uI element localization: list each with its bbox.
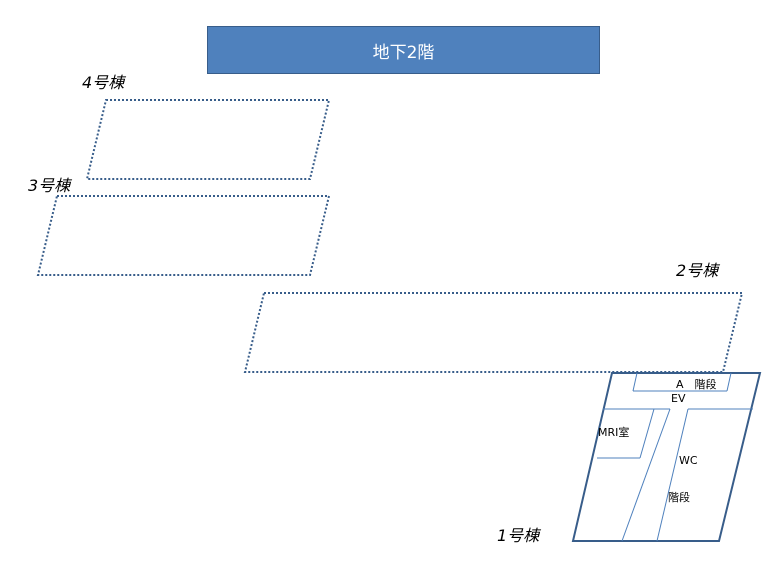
building-2-label: 2号棟	[676, 261, 719, 280]
building-2-outline	[243, 292, 744, 373]
building-3-outline	[36, 195, 331, 276]
stairs-label: 階段	[668, 491, 690, 504]
mri-room-label: MRI室	[598, 426, 630, 439]
stairs-a-label: A 階段	[676, 378, 717, 391]
elevator-label: EV	[671, 392, 686, 405]
building-1-label: 1号棟	[497, 526, 540, 545]
wc-label: WC	[679, 454, 698, 467]
floor-title: 地下2階	[207, 26, 600, 74]
building-1-interior	[597, 372, 753, 542]
building-4-outline	[85, 99, 331, 180]
building-3-label: 3号棟	[28, 176, 71, 195]
building-4-label: 4号棟	[82, 73, 125, 92]
building-1-outline	[571, 372, 762, 542]
